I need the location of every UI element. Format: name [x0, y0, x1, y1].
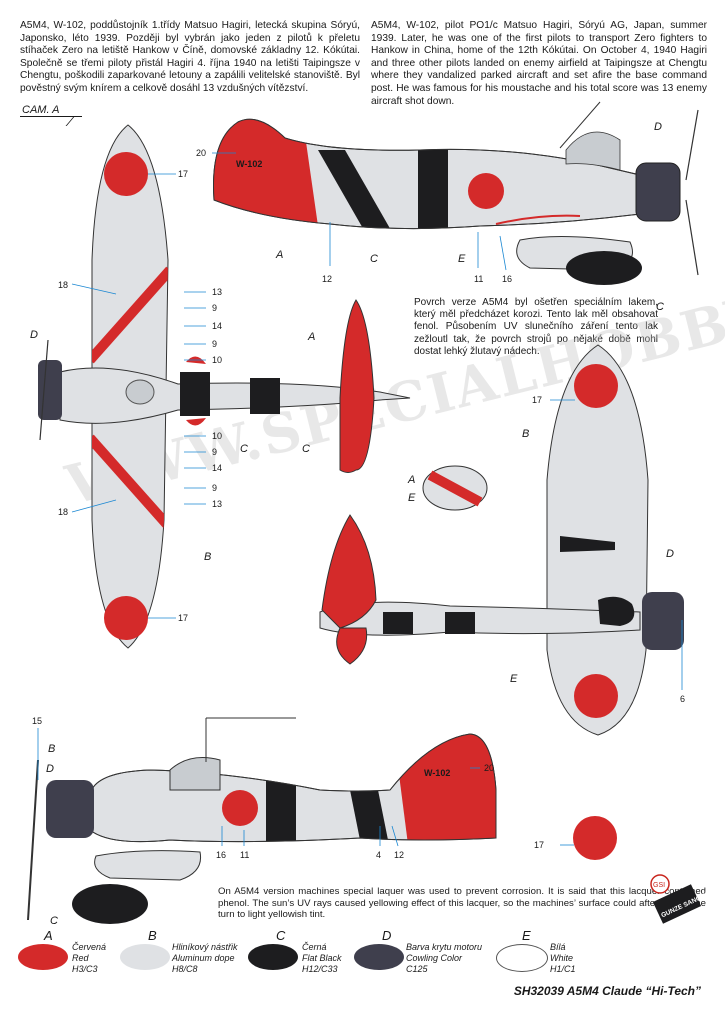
camouflage-label: CAM. A	[22, 104, 60, 116]
callout-c-top: C	[370, 253, 378, 265]
callout-4: 4	[376, 850, 381, 860]
side-profile-left: W-102	[213, 101, 699, 285]
legend-swatch-e	[496, 944, 548, 972]
legend-swatch-b	[120, 944, 170, 970]
callout-e-under: E	[408, 492, 416, 504]
callout-13-a: 13	[212, 287, 222, 297]
legend-letter-d: D	[382, 928, 392, 943]
legend-letter-c: C	[276, 928, 286, 943]
callout-b-plan: B	[204, 551, 211, 563]
legend-letter-b: B	[148, 928, 157, 943]
callout-17-c: 17	[532, 395, 542, 405]
callout-a-plan: A	[307, 331, 315, 343]
callout-e-top: E	[458, 253, 466, 265]
callout-e-under-2: E	[510, 673, 518, 685]
callout-d-bottom: D	[46, 763, 54, 775]
callout-16-top: 16	[502, 274, 512, 284]
callout-c-plan-1: C	[240, 443, 248, 455]
gunze-sangyo-logo: GSI GUNZE SANGYO	[648, 872, 711, 924]
camouflage-underline	[20, 116, 82, 117]
callout-17-d: 17	[534, 840, 544, 850]
callout-17-b: 17	[178, 613, 188, 623]
callout-12-top: 12	[322, 274, 332, 284]
product-title: SH32039 A5M4 Claude “Hi-Tech”	[513, 984, 701, 998]
legend-swatch-c	[248, 944, 298, 970]
callout-b-under: B	[522, 428, 529, 440]
callout-16-bottom: 16	[216, 850, 226, 860]
callout-c-plan-2: C	[302, 443, 310, 455]
callout-a-top: A	[275, 249, 283, 261]
callout-18-a: 18	[58, 280, 68, 290]
czech-lacquer-note: Povrch verze A5M4 byl ošetřen speciálním…	[414, 297, 658, 357]
callout-lines	[37, 152, 683, 847]
callout-10-b: 10	[212, 431, 222, 441]
callout-labels: 20 17 12 11 16 18 13 9 14 9 10 10 9 14 9…	[30, 121, 685, 927]
callout-14-a: 14	[212, 321, 222, 331]
callout-18-b: 18	[58, 507, 68, 517]
callout-9-d: 9	[212, 483, 217, 493]
callout-a-under: A	[407, 474, 415, 486]
callout-9-c: 9	[212, 447, 217, 457]
czech-intro-text: A5M4, W-102, poddůstojník 1.třídy Matsuo…	[20, 20, 360, 94]
callout-d-under: D	[666, 548, 674, 560]
callout-9-b: 9	[212, 339, 217, 349]
callout-c-bottom: C	[50, 915, 58, 927]
callout-b-bottom: B	[48, 743, 55, 755]
callout-11-bottom: 11	[240, 850, 249, 860]
legend-swatch-d	[354, 944, 404, 970]
callout-11-top: 11	[474, 274, 483, 284]
logo-badge-text: GSI	[653, 882, 665, 889]
callout-13-b: 13	[212, 499, 222, 509]
underside-view	[319, 344, 684, 736]
callout-c-top-right: C	[656, 301, 664, 313]
callout-d-plan: D	[30, 329, 38, 341]
callout-17-a: 17	[178, 169, 188, 179]
callout-10-a: 10	[212, 355, 222, 365]
callout-15: 15	[32, 716, 42, 726]
callout-20-top: 20	[196, 148, 206, 158]
callout-20-bottom: 20	[484, 763, 494, 773]
callout-12-bottom: 12	[394, 850, 404, 860]
fuselage-code-top: W-102	[236, 159, 262, 169]
side-profile-right: W-102	[27, 717, 617, 924]
fuselage-code-bottom: W-102	[424, 768, 450, 778]
callout-6: 6	[680, 694, 685, 704]
callout-9-a: 9	[212, 303, 217, 313]
legend-letter-a: A	[44, 928, 53, 943]
callout-14-b: 14	[212, 463, 222, 473]
english-lacquer-note: On A5M4 version machines special laquer …	[218, 886, 706, 921]
english-intro-text: A5M4, W-102, pilot PO1/c Matsuo Hagiri, …	[371, 20, 707, 107]
legend-letter-e: E	[522, 928, 531, 943]
legend-swatch-a	[18, 944, 68, 970]
callout-d-top: D	[654, 121, 662, 133]
plan-view	[38, 124, 411, 649]
